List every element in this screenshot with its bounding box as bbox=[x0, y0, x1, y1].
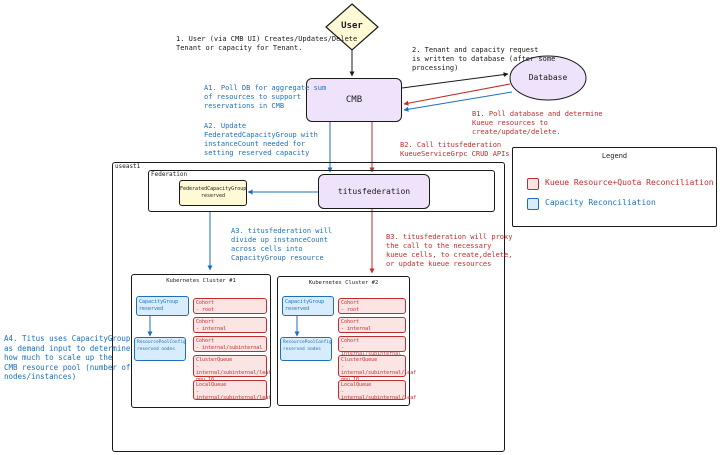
cluster-1-resource-pool: ResourcePoolConfig reserved nodes bbox=[134, 337, 186, 361]
cluster-2-capacity-group: CapacityGroup reserved bbox=[282, 296, 334, 316]
note-a3: A3. titusfederation will divide up insta… bbox=[231, 227, 333, 262]
cluster-2-kueue-4: LocalQueue - internal/subinternal/leaf bbox=[338, 380, 416, 401]
kubernetes-cluster-2: Kubernetes Cluster #2 bbox=[277, 276, 410, 406]
cluster-2-kueue-1: Cohort - internal bbox=[338, 317, 406, 333]
note-a2: A2. Update FederatedCapacityGroup with i… bbox=[204, 122, 318, 157]
cluster-1-capacity-group: CapacityGroup reserved bbox=[136, 296, 189, 316]
note-b1: B1. Poll database and determine Kueue re… bbox=[472, 110, 603, 136]
cluster-1-kueue-3: ClusterQueue - internal/subinternal/leaf… bbox=[193, 355, 271, 383]
cmb-node: CMB bbox=[306, 78, 402, 122]
note-step-1: 1. User (via CMB UI) Creates/Updates/Del… bbox=[176, 35, 358, 52]
legend: Legend Kueue Resource+Quota Reconciliati… bbox=[512, 147, 717, 227]
note-a4: A4. Titus uses CapacityGroup as demand i… bbox=[4, 334, 131, 381]
federation-container bbox=[148, 170, 495, 212]
titusfederation-label: titusfederation bbox=[337, 187, 411, 196]
legend-label-kueue: Kueue Resource+Quota Reconciliation bbox=[545, 178, 714, 187]
cluster-2-resource-pool: ResourcePoolConfig reserved nodes bbox=[280, 337, 332, 361]
cluster-1-kueue-4: LocalQueue - internal/subinternal/leaf bbox=[193, 380, 271, 401]
kubernetes-cluster-1: Kubernetes Cluster #1 bbox=[131, 274, 271, 408]
database-ellipse bbox=[509, 55, 587, 101]
cmb-node-label: CMB bbox=[345, 95, 363, 105]
legend-swatch-red bbox=[527, 178, 539, 190]
region-label: useast1 bbox=[115, 163, 141, 170]
region-container bbox=[112, 162, 505, 452]
cluster-2-kueue-0: Cohort - root bbox=[338, 298, 406, 314]
note-step-2: 2. Tenant and capacity request is writte… bbox=[412, 46, 556, 72]
note-b3: B3. titusfederation will proxy the call … bbox=[386, 233, 513, 268]
federated-capacity-group: FederatedCapacityGroup reserved bbox=[179, 180, 247, 206]
user-node-label: User bbox=[341, 21, 363, 31]
federation-label: Federation bbox=[151, 171, 188, 178]
legend-title: Legend bbox=[601, 152, 628, 160]
federated-capacity-group-label: FederatedCapacityGroup reserved bbox=[180, 186, 247, 199]
database-node-label: Database bbox=[528, 73, 568, 82]
cluster-1-kueue-0: Cohort - root bbox=[193, 298, 267, 314]
cluster-1-kueue-2: Cohort - internal/subinternal bbox=[193, 336, 267, 352]
cluster-2-kueue-2: Cohort - internal/subinternal bbox=[338, 336, 406, 357]
cluster-1-kueue-1: Cohort - internal bbox=[193, 317, 267, 333]
cluster-2-kueue-3: ClusterQueue - internal/subinternal/leaf… bbox=[338, 355, 416, 383]
titusfederation-node: titusfederation bbox=[318, 174, 430, 209]
cluster-1-title: Kubernetes Cluster #1 bbox=[166, 278, 236, 284]
legend-swatch-blue bbox=[527, 198, 539, 210]
note-a1: A1. Poll DB for aggregate sum of resourc… bbox=[204, 84, 327, 110]
legend-label-capacity: Capacity Reconciliation bbox=[545, 198, 656, 207]
note-b2: B2. Call titusfederation KueueServiceGrp… bbox=[400, 141, 510, 158]
cluster-2-title: Kubernetes Cluster #2 bbox=[308, 280, 379, 286]
